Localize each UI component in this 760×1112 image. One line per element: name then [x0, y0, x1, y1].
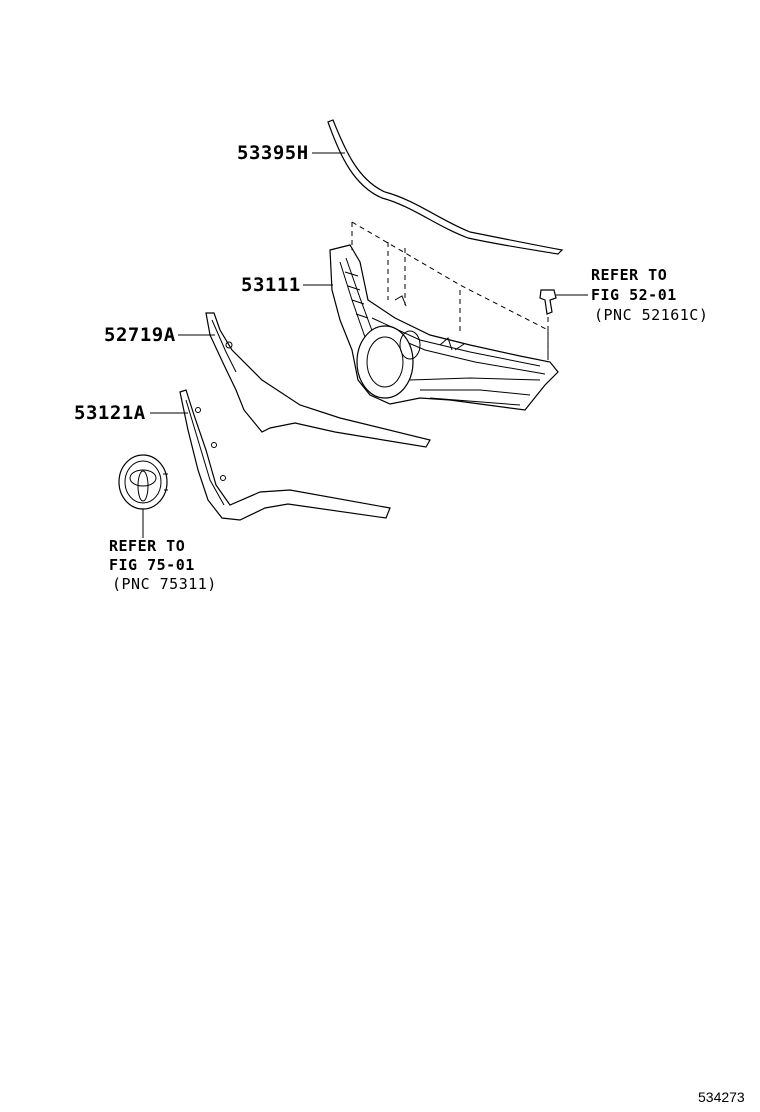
emblem-shape: [118, 454, 168, 510]
alignment-dashed-lines: [351, 221, 549, 362]
callout-53395h: 53395H: [237, 142, 309, 164]
refer-clip-line2: FIG 52-01: [591, 286, 677, 304]
refer-emblem-line1: REFER TO: [109, 537, 186, 555]
middle-molding-shape: [205, 312, 431, 448]
callout-52719a: 52719A: [104, 324, 176, 346]
grille-assembly-shape: [329, 244, 559, 411]
refer-emblem-line2: FIG 75-01: [109, 556, 195, 574]
clip-shape: [539, 289, 557, 315]
refer-clip-line3: (PNC 52161C): [594, 306, 709, 324]
refer-emblem-line3: (PNC 75311): [112, 575, 217, 593]
callout-53111: 53111: [241, 274, 301, 296]
refer-clip-line1: REFER TO: [591, 266, 668, 284]
upper-molding-shape: [327, 119, 564, 255]
lower-molding-shape: [179, 389, 391, 521]
figure-id: 534273: [698, 1089, 745, 1105]
callout-53121a: 53121A: [74, 402, 146, 424]
